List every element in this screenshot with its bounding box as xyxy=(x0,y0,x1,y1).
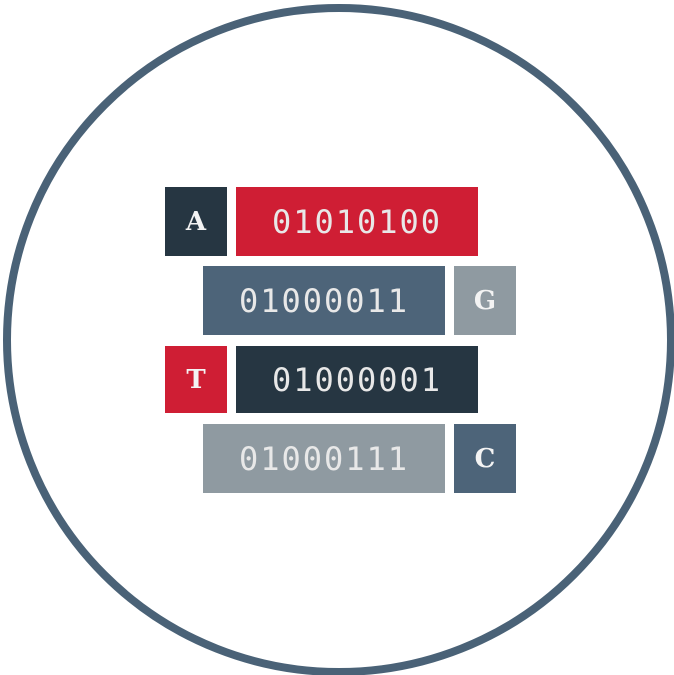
circle-border xyxy=(3,4,674,675)
letter-block-c: C xyxy=(454,424,516,493)
letter-block-g: G xyxy=(454,266,516,335)
letter-block-t: T xyxy=(165,346,227,413)
binary-block-4: 01000111 xyxy=(203,424,445,493)
letter-block-a: A xyxy=(165,187,227,256)
binary-block-1: 01010100 xyxy=(236,187,478,256)
binary-block-2: 01000011 xyxy=(203,266,445,335)
binary-block-3: 01000001 xyxy=(236,346,478,413)
